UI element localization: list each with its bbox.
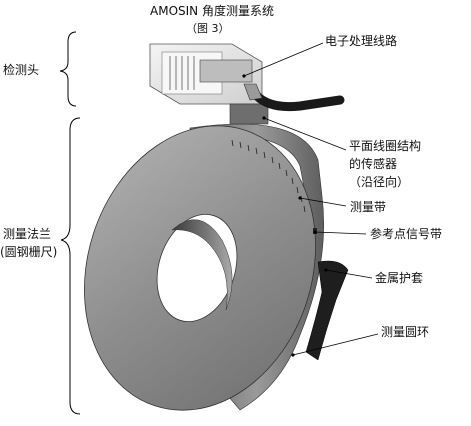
electronics-board: [199, 59, 253, 83]
diagram-title: AMOSIN 角度测量系统: [150, 4, 274, 18]
label-reference-track: 参考点信号带: [370, 227, 443, 241]
probe-coil-fins: [169, 56, 195, 90]
label-probe-head: 检测头: [3, 63, 40, 77]
diagram-figure-number: （图 3）: [186, 22, 230, 35]
leader-dots: [242, 74, 328, 357]
probe-brace: [59, 31, 77, 107]
leader-lines: [243, 42, 379, 356]
label-electronics: 电子处理线路: [325, 34, 398, 48]
label-planar-coil-line2: 的传感器: [349, 157, 398, 171]
scale-tape-ticks: [231, 139, 306, 213]
label-planar-coil-line1: 平面线圈结构: [349, 139, 422, 153]
label-metal-cover: 金属护套: [375, 271, 424, 285]
label-flange-line1: 测量法兰: [3, 227, 52, 241]
probe-cable: [247, 85, 345, 112]
label-flange-line2: (圆钢栅尺): [0, 245, 58, 259]
probe-sensor-base: [229, 103, 269, 125]
flange-brace: [60, 117, 81, 415]
metal-cover-strip: [305, 260, 349, 361]
label-planar-coil-line3: （沿径向）: [349, 175, 410, 189]
label-measuring-ring: 测量圆环: [381, 325, 430, 339]
label-scale-tape: 测量带: [350, 200, 387, 214]
bore-inner-wall: [171, 219, 233, 311]
cable-connector: [243, 83, 263, 101]
